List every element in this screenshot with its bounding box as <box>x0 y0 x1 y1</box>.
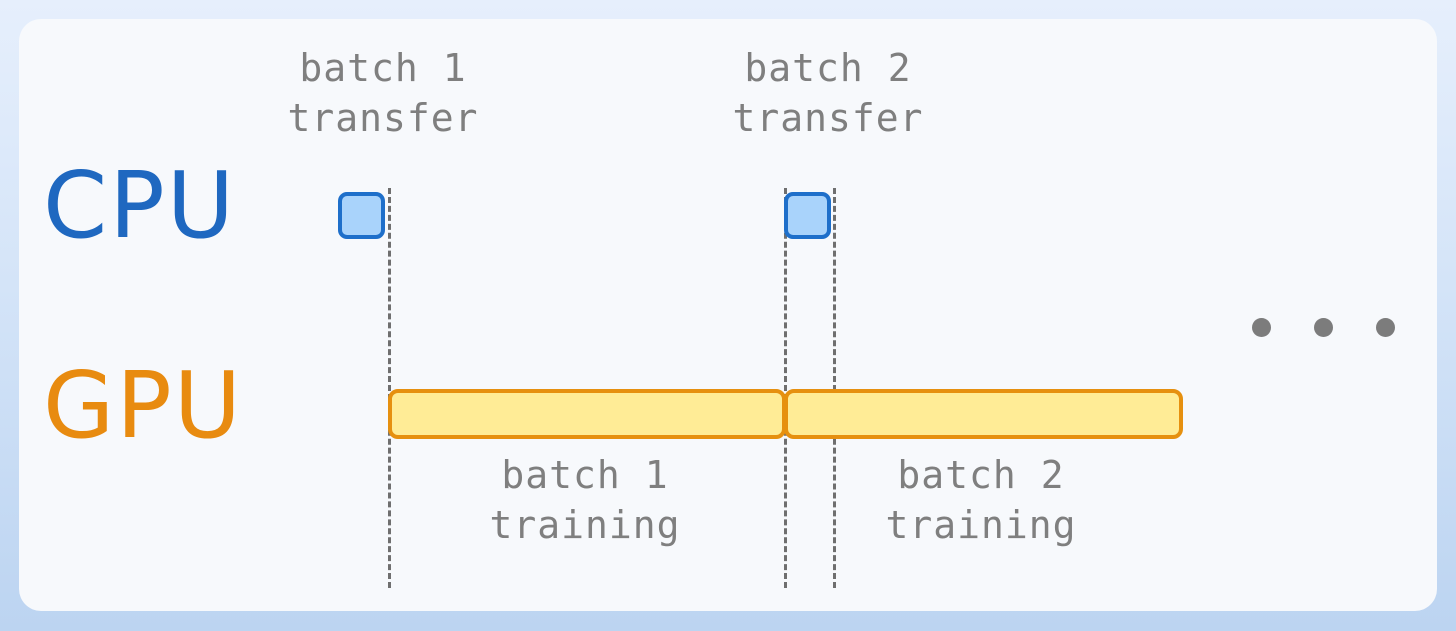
diagram-card <box>19 19 1437 611</box>
batch-1-training-caption: batch 1 training <box>489 453 681 547</box>
batch-1-transfer-block <box>338 192 385 239</box>
batch-1-transfer-caption: batch 1 transfer <box>287 46 479 140</box>
batch-2-training-caption: batch 2 training <box>885 453 1077 547</box>
batch-2-training-bar <box>784 389 1183 439</box>
batch-2-transfer-block <box>784 192 831 239</box>
cpu-row-label: CPU <box>43 152 237 259</box>
batch-2-transfer-end-guide-line <box>833 188 836 588</box>
batch-1-start-guide-line <box>388 188 391 588</box>
batch-1-training-bar <box>388 389 786 439</box>
batch-2-transfer-caption: batch 2 transfer <box>732 46 924 140</box>
batch-2-start-guide-line <box>784 188 787 588</box>
ellipsis-dot <box>1376 318 1395 337</box>
ellipsis-dot <box>1252 318 1271 337</box>
ellipsis-dot <box>1314 318 1333 337</box>
gpu-row-label: GPU <box>43 352 244 459</box>
continuation-ellipsis <box>1252 318 1395 337</box>
